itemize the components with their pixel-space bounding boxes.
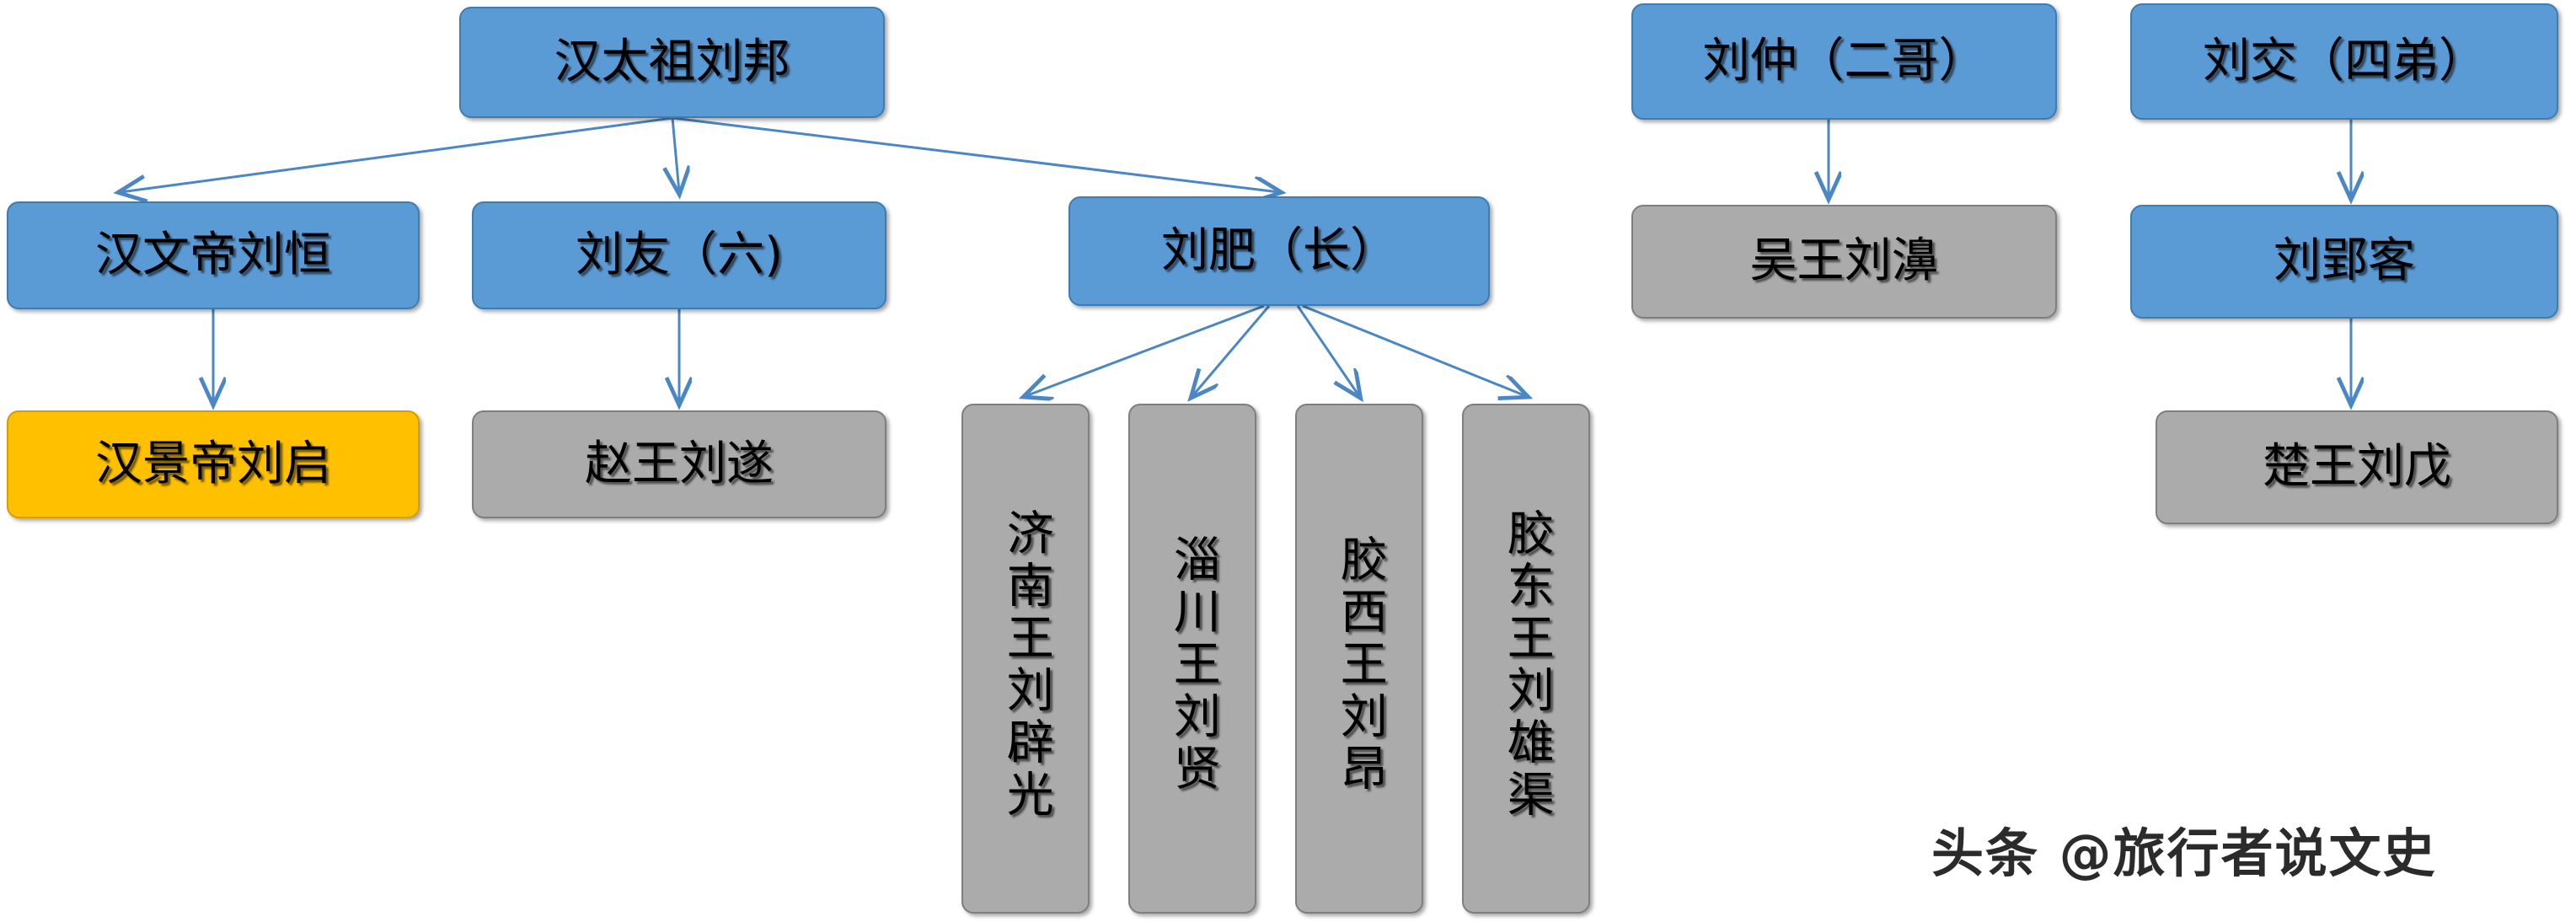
node-label: 淄川王刘贤	[1165, 533, 1221, 796]
node-chuwang[interactable]: 楚王刘戊	[2156, 410, 2558, 524]
node-label: 胶西王刘昂	[1332, 533, 1388, 796]
node-liuzhong[interactable]: 刘仲（二哥）	[1631, 3, 2057, 120]
node-jiaodong[interactable]: 胶东王刘雄渠	[1462, 404, 1590, 914]
node-label: 吴王刘濞	[1749, 233, 1939, 289]
watermark-label: 头条 @旅行者说文史	[1931, 823, 2437, 884]
node-label: 刘仲（二哥）	[1702, 33, 1986, 88]
node-liuyou[interactable]: 刘友（六)	[472, 201, 886, 309]
arrow-liubang-to-liuyou	[672, 117, 679, 192]
node-label: 汉太祖刘邦	[554, 34, 790, 89]
node-jiaoxi[interactable]: 胶西王刘昂	[1295, 404, 1423, 914]
node-label: 汉文帝刘恒	[95, 227, 331, 282]
arrow-liufei-to-zichuan	[1192, 305, 1271, 396]
node-jinan[interactable]: 济南王刘辟光	[961, 404, 1090, 914]
node-yingke[interactable]: 刘郢客	[2130, 205, 2558, 319]
node-label: 楚王刘戊	[2263, 439, 2451, 495]
arrow-liufei-to-jiaoxi	[1296, 305, 1359, 396]
arrow-liufei-to-jinan	[1026, 304, 1265, 396]
arrow-liubang-to-liufei	[672, 116, 1279, 192]
arrow-liubang-to-wendi	[120, 116, 673, 192]
node-wuwang[interactable]: 吴王刘濞	[1631, 205, 2057, 319]
node-label: 赵王刘遂	[585, 436, 774, 491]
node-wendi[interactable]: 汉文帝刘恒	[7, 201, 420, 309]
node-label: 刘郢客	[2273, 233, 2415, 289]
node-label: 刘肥（长）	[1161, 222, 1397, 278]
node-label: 汉景帝刘启	[95, 436, 331, 491]
node-label: 刘交（四弟）	[2203, 33, 2486, 88]
node-zichuan[interactable]: 淄川王刘贤	[1128, 404, 1256, 914]
node-label: 刘友（六)	[576, 227, 783, 282]
node-label: 济南王刘辟光	[999, 507, 1054, 822]
node-label: 胶东王刘雄渠	[1499, 507, 1555, 822]
node-jingdi[interactable]: 汉景帝刘启	[7, 410, 420, 518]
arrow-liufei-to-jiaodong	[1302, 304, 1526, 396]
node-liubang[interactable]: 汉太祖刘邦	[459, 7, 885, 118]
node-zhaowang[interactable]: 赵王刘遂	[472, 410, 886, 518]
node-liufei[interactable]: 刘肥（长）	[1068, 196, 1490, 306]
node-liujiao[interactable]: 刘交（四弟）	[2130, 3, 2558, 120]
